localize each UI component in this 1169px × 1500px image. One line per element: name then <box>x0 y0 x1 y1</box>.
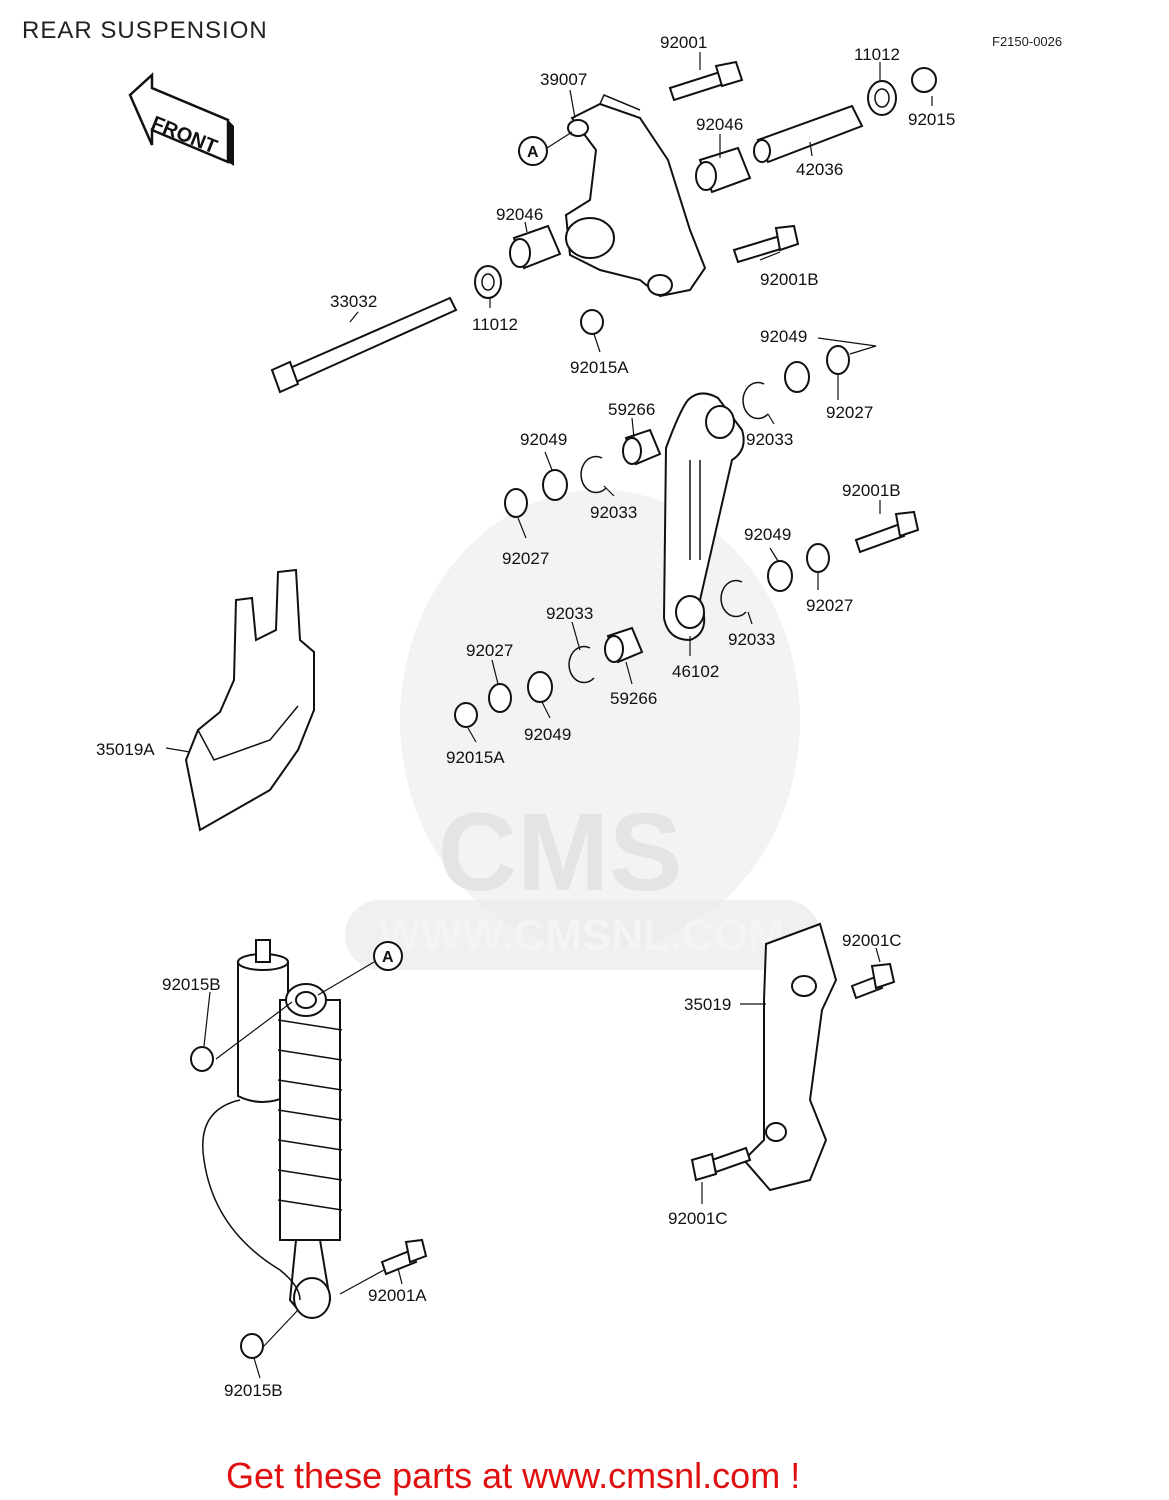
label-46102: 46102 <box>672 662 719 681</box>
label-92015: 92015 <box>908 110 955 129</box>
bolt-92001 <box>668 60 744 102</box>
ref-marker-bottom: A <box>317 941 403 996</box>
nut-92015A-top <box>580 309 604 335</box>
label-92027-b: 92027 <box>502 549 549 568</box>
svg-text:A: A <box>527 144 539 161</box>
label-92001: 92001 <box>660 33 707 52</box>
label-92001C-top: 92001C <box>842 931 902 950</box>
bearing-11012-top <box>867 80 897 116</box>
part-labels: 92001 39007 11012 92015 92046 42036 9204… <box>96 33 955 1400</box>
label-92046-top: 92046 <box>696 115 743 134</box>
bolt-92001B-mid <box>854 510 920 554</box>
label-92001B-top: 92001B <box>760 270 819 289</box>
nut-92015A-bottom <box>454 702 478 728</box>
label-92027-c: 92027 <box>806 596 853 615</box>
label-92001A: 92001A <box>368 1286 427 1305</box>
bearing-92049-d <box>527 671 553 703</box>
label-92001B-mid: 92001B <box>842 481 901 500</box>
guard-35019A <box>184 568 315 832</box>
washer-92027-b <box>504 488 528 518</box>
bolt-92001C-top <box>850 962 896 1000</box>
watermark-url: WWW.CMSNL.COM <box>379 911 785 960</box>
label-92015A-top: 92015A <box>570 358 629 377</box>
label-59266-top: 59266 <box>608 400 655 419</box>
label-92001C-bottom: 92001C <box>668 1209 728 1228</box>
bearing-92049-a <box>784 361 810 393</box>
bearing-92049-b <box>542 469 568 501</box>
nut-92015B-bottom <box>240 1333 264 1359</box>
label-11012-top: 11012 <box>854 45 900 64</box>
label-92015B-bottom: 92015B <box>224 1381 283 1400</box>
bearing-92049-c <box>767 560 793 592</box>
label-35019: 35019 <box>684 995 731 1014</box>
circlip-92033-b <box>742 381 769 420</box>
leader-lines <box>165 52 933 1379</box>
washer-92027-c <box>806 543 830 573</box>
circlip-92033-a <box>580 455 607 494</box>
label-92033-c: 92033 <box>728 630 775 649</box>
label-92049-a: 92049 <box>760 327 807 346</box>
bracket-35019 <box>742 922 838 1192</box>
shaft-42036 <box>756 104 864 164</box>
label-92015B-top: 92015B <box>162 975 221 994</box>
circlip-92033-c <box>720 579 747 618</box>
label-39007: 39007 <box>540 70 587 89</box>
bearing-11012-mid <box>474 265 502 299</box>
label-92033-b: 92033 <box>746 430 793 449</box>
watermark-brand: CMS <box>438 791 682 914</box>
watermark-banner <box>345 900 820 970</box>
label-92015A-bottom: 92015A <box>446 748 505 767</box>
svg-text:A: A <box>382 949 394 966</box>
label-11012-mid: 11012 <box>472 315 518 334</box>
label-92027-a: 92027 <box>826 403 873 422</box>
bolt-92001B-top <box>732 224 800 264</box>
label-92049-d: 92049 <box>524 725 571 744</box>
front-arrow-icon: FRONT <box>128 72 234 166</box>
label-35019A: 35019A <box>96 740 155 759</box>
tie-rod-46102 <box>662 392 745 642</box>
footer-link[interactable]: Get these parts at www.cmsnl.com ! <box>226 1455 800 1496</box>
page-title: REAR SUSPENSION <box>22 17 268 44</box>
nut-92015B-top <box>190 1046 214 1072</box>
bolt-33032 <box>270 296 458 394</box>
washer-92027-a <box>826 345 850 375</box>
ref-marker-top: A <box>518 131 573 166</box>
shock-absorber <box>202 939 343 1319</box>
rocker-arm <box>564 94 707 298</box>
label-92027-d: 92027 <box>466 641 513 660</box>
bolt-92001A <box>380 1238 428 1276</box>
nut-92015 <box>911 67 937 93</box>
label-92049-b: 92049 <box>520 430 567 449</box>
label-92046-mid: 92046 <box>496 205 543 224</box>
label-42036: 42036 <box>796 160 843 179</box>
bolt-92001C-bottom <box>690 1146 752 1182</box>
washer-92027-d <box>488 683 512 713</box>
label-33032: 33032 <box>330 292 377 311</box>
watermark: CMS WWW.CMSNL.COM <box>345 490 820 970</box>
label-92033-e: 92033 <box>546 604 593 623</box>
label-92049-c: 92049 <box>744 525 791 544</box>
label-92033-a: 92033 <box>590 503 637 522</box>
circlip-92033-d <box>568 645 595 684</box>
label-59266-bottom: 59266 <box>610 689 657 708</box>
diagram-code: F2150-0026 <box>992 34 1062 49</box>
